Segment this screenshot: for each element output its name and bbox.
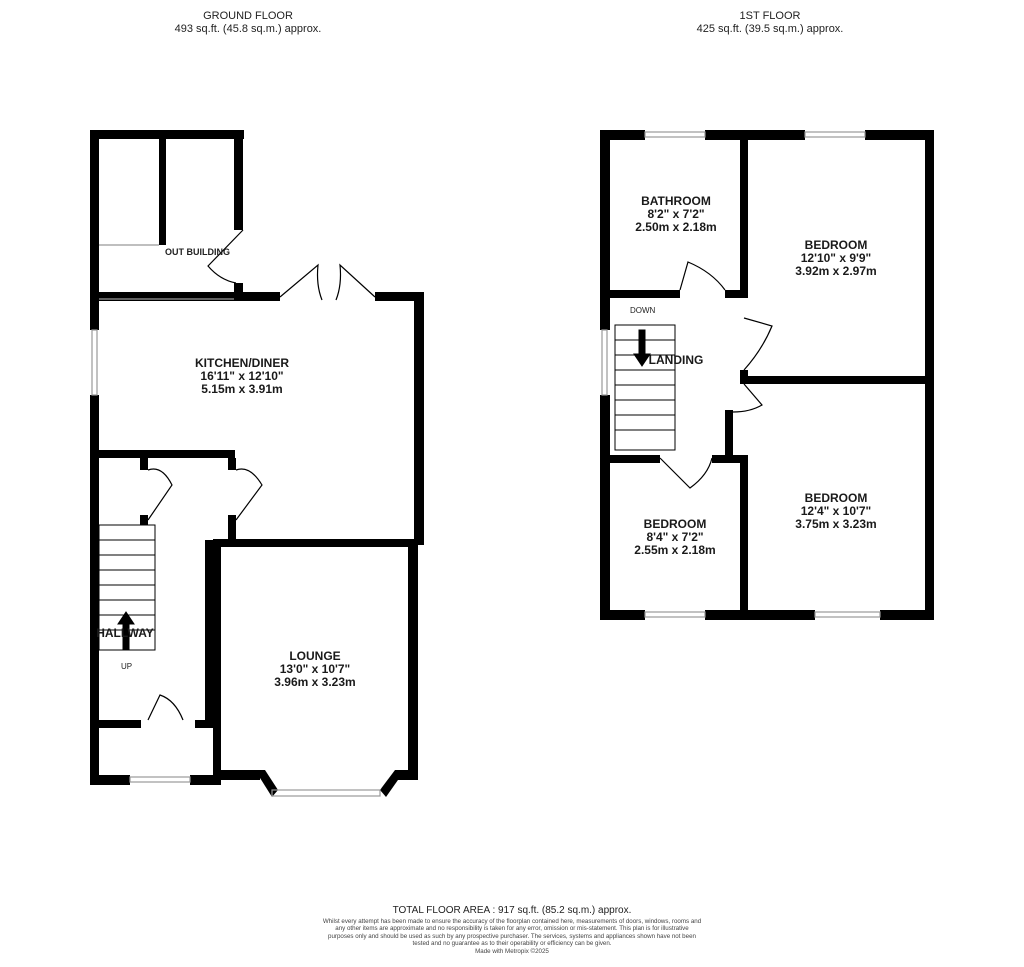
first-floor-windows-doors <box>601 131 881 618</box>
disclaimer: Whilst every attempt has been made to en… <box>322 918 702 955</box>
room-name: LANDING <box>648 353 704 367</box>
hallway-stairs <box>98 524 156 651</box>
room-dims-metric: 5.15m x 3.91m <box>201 382 283 396</box>
room-dims-metric: 2.50m x 2.18m <box>635 220 717 234</box>
room-name: BATHROOM <box>641 194 711 208</box>
room-bedroom-3: BEDROOM 8'4" x 7'2" 2.55m x 2.18m <box>605 518 745 557</box>
ground-floor-title: GROUND FLOOR <box>203 10 293 22</box>
room-bedroom-1: BEDROOM 12'10" x 9'9" 3.92m x 2.97m <box>766 239 906 278</box>
room-dims-imperial: 8'2" x 7'2" <box>647 207 705 221</box>
room-name: HALLWAY <box>96 626 154 640</box>
first-floor-header: 1ST FLOOR 425 sq.ft. (39.5 sq.m.) approx… <box>620 10 920 36</box>
first-floor-title: 1ST FLOOR <box>739 10 801 22</box>
room-dims-imperial: 8'4" x 7'2" <box>646 530 704 544</box>
room-bathroom: BATHROOM 8'2" x 7'2" 2.50m x 2.18m <box>606 195 746 234</box>
room-dims-metric: 3.96m x 3.23m <box>274 675 356 689</box>
room-dims-metric: 3.75m x 3.23m <box>795 517 877 531</box>
room-name: BEDROOM <box>804 491 868 505</box>
room-name: BEDROOM <box>643 517 707 531</box>
total-floor-area: TOTAL FLOOR AREA : 917 sq.ft. (85.2 sq.m… <box>392 905 632 916</box>
ground-floor-walls <box>90 130 424 797</box>
disclaimer-text: Whilst every attempt has been made to en… <box>322 918 702 948</box>
room-name: LOUNGE <box>289 649 341 663</box>
stairs-up-label: UP <box>121 662 133 671</box>
room-name: BEDROOM <box>804 238 868 252</box>
ground-floor-windows-doors <box>91 229 381 797</box>
room-bedroom-2: BEDROOM 12'4" x 10'7" 3.75m x 3.23m <box>766 492 906 531</box>
first-floor-area: 425 sq.ft. (39.5 sq.m.) approx. <box>696 23 844 35</box>
room-dims-imperial: 12'10" x 9'9" <box>800 251 872 265</box>
room-hallway: HALLWAY <box>60 627 190 640</box>
room-dims-imperial: 16'11" x 12'10" <box>200 369 284 383</box>
room-dims-imperial: 13'0" x 10'7" <box>279 662 351 676</box>
room-dims-metric: 2.55m x 2.18m <box>634 543 716 557</box>
ground-floor-area: 493 sq.ft. (45.8 sq.m.) approx. <box>174 23 322 35</box>
stairs-down-label: DOWN <box>630 306 656 315</box>
room-dims-metric: 3.92m x 2.97m <box>795 264 877 278</box>
room-kitchen-diner: KITCHEN/DINER 16'11" x 12'10" 5.15m x 3.… <box>172 357 312 396</box>
room-name: KITCHEN/DINER <box>194 356 289 370</box>
room-lounge: LOUNGE 13'0" x 10'7" 3.96m x 3.23m <box>245 650 385 689</box>
room-landing: LANDING <box>606 354 746 367</box>
room-dims-imperial: 12'4" x 10'7" <box>800 504 872 518</box>
landing-stairs <box>614 324 676 451</box>
ground-floor-header: GROUND FLOOR 493 sq.ft. (45.8 sq.m.) app… <box>98 10 398 36</box>
first-floor-walls <box>600 130 934 620</box>
out-building-label: OUT BUILDING <box>165 247 230 257</box>
credit: Made with Metropix ©2025 <box>475 947 549 955</box>
